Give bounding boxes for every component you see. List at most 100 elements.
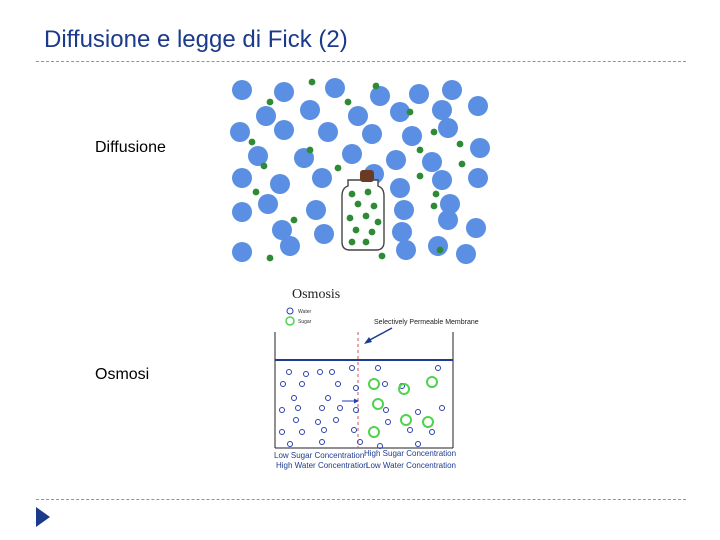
right-caption-line2: Low Water Concentration (366, 461, 456, 470)
small-particle (266, 254, 274, 262)
large-particle (325, 78, 345, 98)
water-molecule (293, 417, 299, 423)
small-particle (374, 218, 382, 226)
water-molecule (407, 427, 413, 433)
water-molecule (291, 395, 297, 401)
title-divider (36, 61, 686, 62)
large-particle (230, 122, 250, 142)
large-particle (390, 178, 410, 198)
water-molecule (351, 427, 357, 433)
water-molecule (329, 369, 335, 375)
water-molecule (286, 369, 292, 375)
large-particle (232, 168, 252, 188)
play-triangle-icon[interactable] (36, 507, 50, 527)
large-particle (314, 224, 334, 244)
large-particle (468, 168, 488, 188)
small-particle (344, 98, 352, 106)
large-particle (272, 220, 292, 240)
left-caption-line2: High Water Concentration (276, 461, 368, 470)
water-molecule (357, 439, 363, 445)
water-molecule (287, 441, 293, 447)
small-particle (432, 190, 440, 198)
water-molecule (333, 417, 339, 423)
osmosis-illustration: Osmosis Water Sugar Selectively Permeabl… (274, 287, 479, 470)
large-particle (306, 200, 326, 220)
left-caption-line1: Low Sugar Concentration (274, 451, 364, 460)
large-particle (232, 80, 252, 100)
water-molecule (415, 409, 421, 415)
water-molecule (319, 405, 325, 411)
water-molecule (375, 365, 381, 371)
large-particle (258, 194, 278, 214)
water-molecule (382, 381, 388, 387)
large-particle (442, 80, 462, 100)
bullet-osmosi: Osmosi (95, 366, 150, 383)
legend-water-icon (286, 307, 294, 315)
large-particle (300, 100, 320, 120)
water-molecule (353, 407, 359, 413)
right-caption-line1: High Sugar Concentration (364, 449, 456, 458)
sugar-molecule (400, 414, 412, 426)
sugar-molecule (422, 416, 434, 428)
water-molecule (335, 381, 341, 387)
small-particle (378, 252, 386, 260)
small-particle (430, 128, 438, 136)
jar-stopper-icon (360, 170, 374, 182)
water-molecule (353, 385, 359, 391)
water-molecule (279, 429, 285, 435)
water-molecule (325, 395, 331, 401)
large-particle (432, 100, 452, 120)
large-particle (232, 202, 252, 222)
large-particle (470, 138, 490, 158)
water-molecule (337, 405, 343, 411)
large-particle (232, 242, 252, 262)
small-particle (406, 108, 414, 116)
water-molecule (383, 407, 389, 413)
water-molecule (317, 369, 323, 375)
large-particle (312, 168, 332, 188)
small-particle (352, 226, 360, 234)
water-molecule (349, 365, 355, 371)
footer-divider (36, 499, 686, 500)
water-molecule (385, 419, 391, 425)
legend-sugar-icon (285, 316, 295, 326)
large-particle (394, 200, 414, 220)
small-particle (362, 212, 370, 220)
large-particle (270, 174, 290, 194)
sugar-molecule (368, 426, 380, 438)
large-particle (428, 236, 448, 256)
large-particle (466, 218, 486, 238)
water-molecule (295, 405, 301, 411)
water-molecule (303, 371, 309, 377)
large-particle (342, 144, 362, 164)
large-particle (432, 170, 452, 190)
small-particle (348, 238, 356, 246)
large-particle (390, 102, 410, 122)
small-particle (308, 78, 316, 86)
small-particle (416, 146, 424, 154)
small-particle (260, 162, 268, 170)
water-molecule (299, 381, 305, 387)
small-particle (372, 82, 380, 90)
sugar-molecule (398, 383, 410, 395)
water-molecule (319, 439, 325, 445)
large-particle (256, 106, 276, 126)
large-particle (318, 122, 338, 142)
large-particle (438, 118, 458, 138)
large-particle (370, 86, 390, 106)
water-molecule (299, 429, 305, 435)
water-molecule (415, 441, 421, 447)
small-particle (252, 188, 260, 196)
small-particle (354, 200, 362, 208)
small-particle (456, 140, 464, 148)
bullet-diffusione: Diffusione (95, 139, 166, 156)
large-particle (456, 244, 476, 264)
small-particle (334, 164, 342, 172)
large-particle (248, 146, 268, 166)
large-particle (440, 194, 460, 214)
sugar-molecule (368, 378, 380, 390)
diffusion-illustration (230, 78, 490, 264)
membrane-arrowhead-icon (364, 337, 372, 344)
water-molecule (280, 381, 286, 387)
water-molecule (377, 443, 383, 449)
